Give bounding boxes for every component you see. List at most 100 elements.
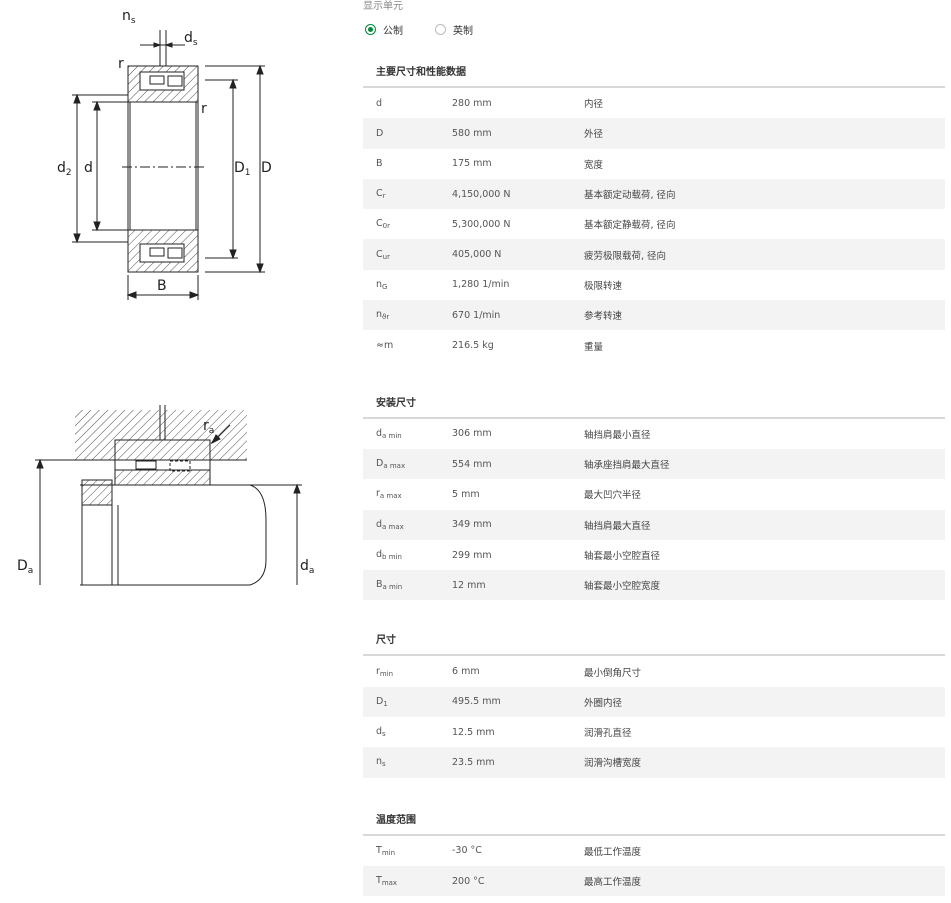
- spec-value: 12 mm: [452, 579, 486, 591]
- spec-description: 最高工作温度: [584, 877, 642, 889]
- spec-symbol: db min: [376, 549, 402, 561]
- spec-row: da max 349 mm 轴挡肩最大直径: [363, 509, 945, 540]
- drawing-labels-bottom: ra Da da: [17, 418, 314, 576]
- label-ns: ns: [122, 8, 136, 26]
- spec-symbol: Da max: [376, 458, 406, 471]
- spec-row: rmin 6 mm 最小倒角尺寸: [363, 656, 945, 686]
- spec-description: 润滑孔直径: [584, 728, 632, 740]
- section-title: 安装尺寸: [363, 391, 945, 419]
- label-d: d: [84, 160, 93, 176]
- spec-symbol: B: [376, 158, 383, 170]
- spec-value: 200 °C: [452, 875, 485, 887]
- spec-description: 最小倒角尺寸: [584, 667, 642, 679]
- spec-symbol: da max: [376, 518, 404, 531]
- mounting-drawing: [35, 405, 302, 586]
- radio-metric-label: 公制: [383, 25, 403, 37]
- spec-symbol: Cr: [376, 188, 386, 201]
- spec-value: 12.5 mm: [452, 726, 495, 738]
- spec-description: 外径: [584, 129, 604, 141]
- spec-symbol: da min: [376, 427, 402, 440]
- bearing-cross-section: [72, 30, 265, 300]
- label-D: D: [261, 160, 272, 176]
- spec-row: db min 299 mm 轴套最小空腔直径: [363, 540, 945, 570]
- spec-description: 疲劳极限载荷, 径向: [584, 250, 667, 262]
- unit-selector-title: 显示单元: [363, 1, 403, 12]
- spec-value: 1,280 1/min: [452, 279, 510, 291]
- spec-row: ra max 5 mm 最大凹穴半径: [363, 479, 945, 509]
- radio-metric-indicator[interactable]: [365, 23, 376, 35]
- spec-value: 349 mm: [452, 519, 492, 531]
- spec-description: 轴挡肩最大直径: [584, 520, 651, 532]
- spec-symbol: D1: [376, 695, 388, 708]
- spec-symbol: Ba min: [376, 579, 403, 592]
- label-r-right: r: [201, 101, 207, 117]
- spec-value: 280 mm: [452, 97, 492, 109]
- label-r-top: r: [118, 56, 124, 72]
- spec-symbol: Tmin: [376, 844, 396, 857]
- spec-description: 轴套最小空腔直径: [584, 551, 661, 562]
- spec-value: 5 mm: [452, 488, 480, 500]
- spec-description: 最大凹穴半径: [584, 490, 642, 502]
- radio-imperial-indicator[interactable]: [435, 23, 446, 35]
- spec-value: 580 mm: [452, 127, 492, 139]
- radio-imperial[interactable]: 英制: [433, 22, 473, 37]
- label-ds: ds: [184, 30, 198, 48]
- spec-description: 基本额定静载荷, 径向: [584, 220, 676, 232]
- spec-value: 670 1/min: [452, 309, 501, 321]
- section-title: 主要尺寸和性能数据: [363, 60, 945, 88]
- drawing-labels-top: ns ds r r d2 d D1 D B: [57, 8, 272, 294]
- spec-description: 极限转速: [584, 280, 623, 292]
- spec-description: 基本额定动载荷, 径向: [584, 190, 676, 202]
- spec-description: 重量: [584, 341, 604, 353]
- spec-symbol: nϑr: [376, 309, 390, 322]
- spec-value: 175 mm: [452, 158, 492, 170]
- label-Da: Da: [17, 558, 33, 576]
- spec-symbol: Cur: [376, 248, 390, 261]
- spec-value: 306 mm: [452, 428, 492, 440]
- spec-row: nϑr 670 1/min 参考转速: [363, 300, 945, 331]
- spec-description: 参考转速: [584, 311, 623, 323]
- spec-value: 299 mm: [452, 549, 492, 561]
- spec-description: 宽度: [584, 159, 604, 171]
- spec-description: 最低工作温度: [584, 846, 642, 858]
- spec-description: 轴挡肩最小直径: [584, 429, 651, 441]
- spec-symbol: Tmax: [376, 875, 398, 888]
- spec-symbol: C0r: [376, 218, 390, 231]
- label-ra: ra: [203, 418, 214, 436]
- spec-description: 轴承座挡肩最大直径: [584, 460, 670, 472]
- spec-symbol: ns: [376, 756, 386, 769]
- spec-row: B 175 mm 宽度: [363, 149, 945, 179]
- spec-row: da min 306 mm 轴挡肩最小直径: [363, 419, 945, 449]
- spec-symbol: rmin: [376, 665, 394, 678]
- spec-description: 润滑沟槽宽度: [584, 758, 642, 770]
- section-title: 温度范围: [363, 808, 945, 836]
- spec-value: 4,150,000 N: [452, 188, 511, 200]
- spec-symbol: ra max: [376, 488, 402, 501]
- spec-value: 6 mm: [452, 666, 480, 678]
- label-B: B: [157, 278, 167, 294]
- spec-row: Tmax 200 °C 最高工作温度: [363, 865, 945, 897]
- label-d2: d2: [57, 160, 72, 178]
- spec-row: ds 12.5 mm 润滑孔直径: [363, 717, 945, 747]
- radio-metric[interactable]: 公制: [363, 22, 403, 37]
- spec-symbol: D: [376, 127, 384, 139]
- label-da: da: [300, 558, 314, 576]
- spec-symbol: d: [376, 97, 383, 109]
- spec-value: 23.5 mm: [452, 756, 495, 768]
- spec-row: Cr 4,150,000 N 基本额定动载荷, 径向: [363, 178, 945, 210]
- spec-symbol: ds: [376, 726, 386, 739]
